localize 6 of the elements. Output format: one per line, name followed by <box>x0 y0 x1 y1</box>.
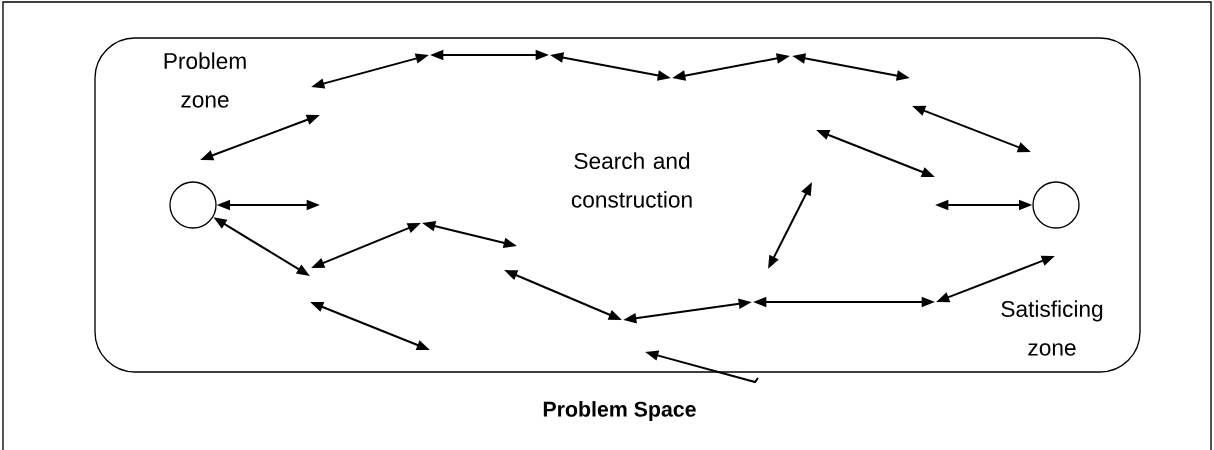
zone-label: Problem zone <box>164 52 246 108</box>
box-heading: Problem Space <box>543 401 696 421</box>
zone-label: Satisficing zone <box>1001 300 1103 356</box>
circle <box>1032 181 1080 229</box>
zone-label: Search and construction <box>571 152 692 208</box>
circle <box>169 181 217 229</box>
